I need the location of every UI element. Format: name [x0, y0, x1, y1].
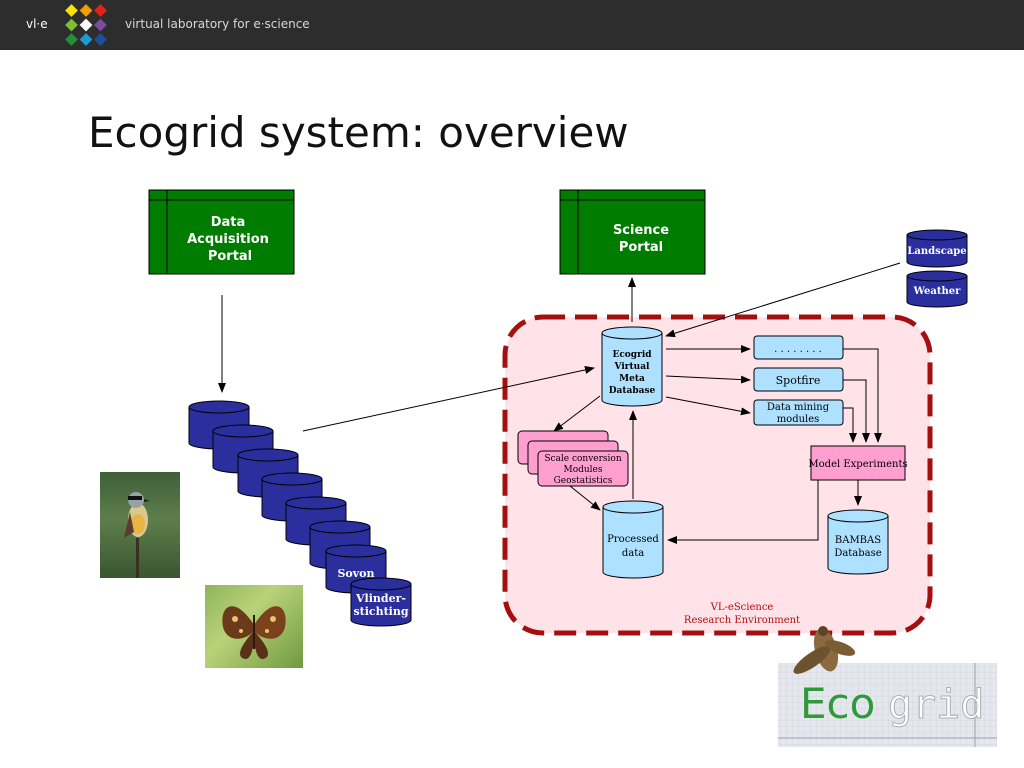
data-mining-module: Data mining modules [753, 399, 844, 426]
vlinder-label-line-1: Vlinder- [355, 592, 406, 605]
vlinder-label-line-2: stichting [353, 605, 408, 618]
meta-db-line-2: Virtual [614, 362, 651, 372]
data-acquisition-line-1: Data [211, 215, 246, 230]
model-experiments-box: Model Experiments [808, 445, 908, 481]
vle-logo-icon [65, 4, 107, 46]
logo-text-eco: Eco [800, 679, 875, 728]
landscape-label: Landscape [907, 246, 966, 257]
logo-text-grid: grid [888, 682, 984, 728]
bambas-database [827, 509, 889, 575]
meta-db-line-3: Meta [619, 374, 645, 384]
diagram-arrows [302, 262, 901, 544]
placeholder-module: . . . . . . . . [753, 335, 844, 360]
brand-tagline: virtual laboratory for e·science [125, 17, 310, 31]
science-portal-line-1: Science [613, 223, 669, 238]
bird-photo [100, 472, 180, 578]
arrow-landscape-to-meta [665, 262, 901, 338]
scale-conversion-line-1: Scale conversion [544, 454, 622, 464]
environment-label-line-2: Research Environment [684, 615, 800, 626]
weather-label: Weather [913, 286, 962, 297]
arrow-spotfire-to-model [843, 379, 870, 443]
ecogrid-logo: Eco grid [778, 626, 997, 747]
environment-label-line-1: VL-eScience [710, 602, 774, 613]
bambas-line-1: BAMBAS [835, 535, 881, 546]
top-bar: vl·e virtual laboratory for e·science [0, 0, 1024, 50]
science-portal: Science Portal [559, 189, 706, 275]
data-acquisition-line-2: Acquisition [187, 232, 269, 247]
vlinder-database [350, 577, 412, 627]
arrow-meta-to-data-mining [665, 396, 751, 416]
brand-short-name: vl·e [26, 17, 48, 31]
arrow-meta-to-scale-conversion [553, 395, 601, 432]
hawk-icon [793, 626, 856, 674]
data-mining-line-2: modules [777, 414, 820, 425]
model-experiments-label: Model Experiments [808, 459, 907, 470]
slide-title: Ecogrid system: overview [88, 108, 629, 157]
butterfly-photo [205, 585, 303, 668]
bambas-line-2: Database [834, 548, 881, 559]
butterfly-icon [222, 606, 286, 660]
arrow-meta-to-spotfire [665, 375, 751, 384]
processed-data-line-1: Processed [607, 534, 659, 545]
bird-icon [124, 492, 150, 578]
arrow-placeholder-to-model [843, 348, 882, 443]
scale-conversion-line-2: Modules [563, 465, 602, 475]
processed-data-line-2: data [622, 548, 644, 559]
data-acquisition-line-3: Portal [208, 249, 252, 264]
arrow-model-to-processed [667, 480, 819, 544]
data-mining-line-1: Data mining [767, 402, 830, 413]
weather-database [906, 270, 968, 308]
science-portal-line-2: Portal [619, 240, 663, 255]
spotfire-label: Spotfire [776, 374, 821, 387]
arrow-scale-to-processed [569, 485, 601, 511]
meta-db-line-4: Database [609, 386, 656, 396]
spotfire-module: Spotfire [753, 367, 844, 392]
scale-conversion-line-3: Geostatistics [554, 476, 613, 486]
scale-conversion-modules: Scale conversion Modules Geostatistics [517, 430, 629, 487]
arrow-data-mining-to-model [843, 407, 857, 443]
sovon-label: Sovon [337, 567, 374, 580]
virtual-meta-database [601, 326, 663, 407]
data-acquisition-portal: Data Acquisition Portal [148, 189, 295, 275]
placeholder-module-label: . . . . . . . . [774, 344, 822, 355]
landscape-database [906, 229, 968, 268]
meta-db-line-1: Ecogrid [612, 350, 652, 360]
source-database-stack [188, 400, 412, 627]
processed-data-database [602, 500, 664, 579]
arrow-databases-to-meta [302, 365, 595, 432]
